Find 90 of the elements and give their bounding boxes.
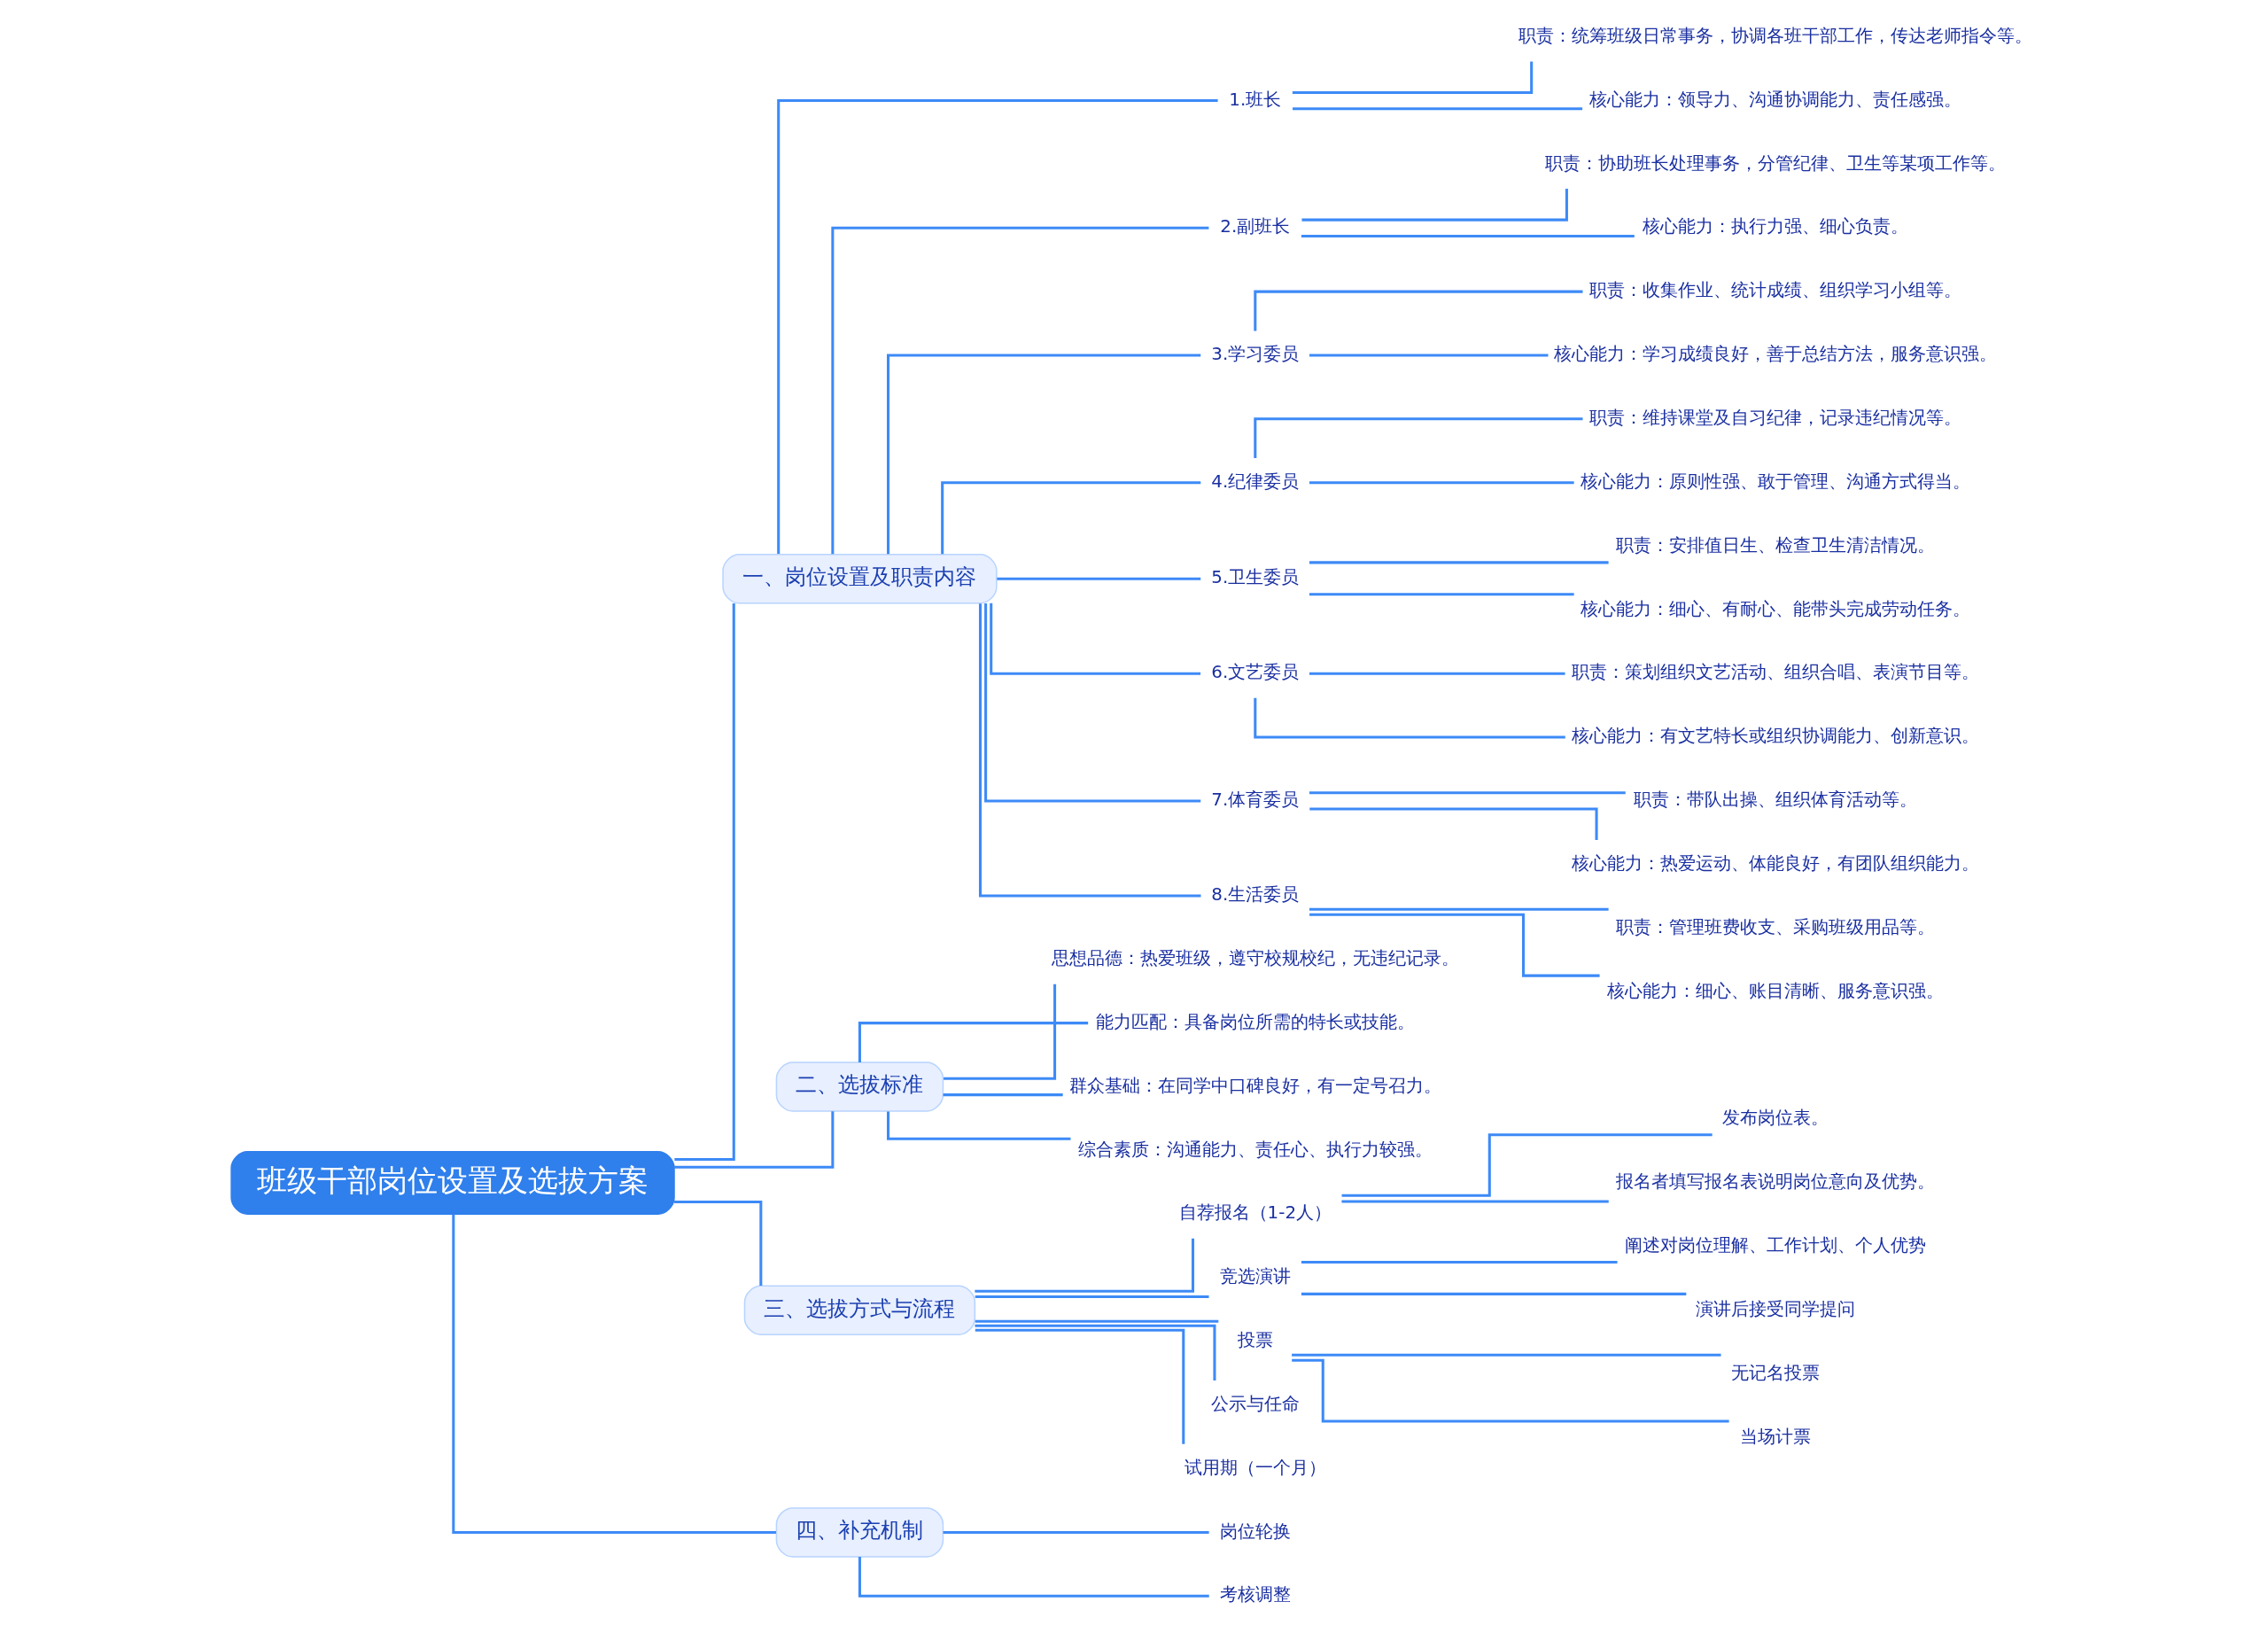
node-text: 职责：收集作业、统计成绩、组织学习小组等。	[1588, 280, 1961, 301]
node-box: 四、补充机制	[775, 1507, 944, 1558]
node-box: 一、岗位设置及职责内容	[722, 553, 998, 604]
connector	[858, 1557, 1209, 1598]
connector	[1254, 290, 1583, 331]
connector	[1309, 672, 1565, 675]
connector	[1341, 1200, 1609, 1203]
node-text: 报名者填写报名表说明岗位意向及优势。	[1615, 1171, 1935, 1193]
node-text: 核心能力：原则性强、敢于管理、沟通方式得当。	[1580, 470, 1970, 492]
node-text: 发布岗位表。	[1721, 1108, 1829, 1129]
node-text: 能力匹配：具备岗位所需的特长或技能。	[1095, 1011, 1415, 1032]
connector	[944, 984, 1057, 1080]
node-text: 职责：协助班长处理事务，分管纪律、卫生等某项工作等。	[1544, 152, 2006, 174]
node-text: 职责：统筹班级日常事务，协调各班干部工作，传达老师指令等。	[1518, 25, 2032, 46]
connector	[984, 603, 1201, 803]
node-text: 职责：带队出操、组织体育活动等。	[1633, 789, 1917, 811]
connector	[777, 99, 1218, 554]
node-text: 投票	[1237, 1330, 1273, 1351]
node-text: 竞选演讲	[1219, 1266, 1291, 1287]
connector	[1301, 189, 1568, 222]
connector	[452, 1214, 776, 1534]
connector	[858, 1022, 1089, 1062]
node-text: 6.文艺委员	[1211, 662, 1300, 683]
connector	[943, 1530, 1209, 1534]
connector	[1292, 61, 1534, 94]
connector	[975, 1324, 1216, 1380]
node-text: 职责：策划组织文艺活动、组织合唱、表演节目等。	[1571, 662, 1979, 683]
node-text: 4.纪律委员	[1211, 470, 1300, 492]
connector	[1301, 234, 1635, 237]
connector	[978, 603, 1201, 898]
connector	[997, 577, 1201, 580]
connector	[990, 603, 1201, 675]
connector	[941, 481, 1201, 555]
connector	[1309, 481, 1574, 485]
connector	[943, 1093, 1063, 1097]
node-text: 思想品德：热爱班级，遵守校规校纪，无违纪记录。	[1051, 947, 1459, 968]
node-box: 二、选拔标准	[775, 1061, 944, 1112]
node-text: 阐述对岗位理解、工作计划、个人优势	[1624, 1235, 1926, 1256]
connector	[1309, 907, 1609, 911]
node-text: 核心能力：细心、有耐心、能带头完成劳动任务。	[1580, 598, 1970, 619]
connector	[1301, 1292, 1687, 1295]
connector	[975, 1319, 1219, 1323]
connector	[975, 1295, 1209, 1298]
connector	[674, 603, 735, 1162]
node-text: 综合素质：沟通能力、责任心、执行力较强。	[1077, 1139, 1433, 1160]
connector	[975, 1328, 1185, 1444]
connector	[1301, 1260, 1618, 1264]
connector	[831, 226, 1209, 555]
node-box: 三、选拔方式与流程	[743, 1285, 976, 1335]
node-text: 2.副班长	[1220, 216, 1291, 237]
node-text: 当场计票	[1739, 1426, 1811, 1447]
connector	[1309, 807, 1598, 841]
connector	[674, 1111, 835, 1169]
node-text: 职责：维持课堂及自习纪律，记录违纪情况等。	[1588, 408, 1961, 429]
node-text: 群众基础：在同学中口碑良好，有一定号召力。	[1068, 1075, 1441, 1096]
node-text: 考核调整	[1219, 1584, 1291, 1606]
connector	[1254, 697, 1565, 739]
node-text: 职责：安排值日生、检查卫生清洁情况。	[1615, 534, 1935, 556]
connector	[1293, 107, 1583, 111]
connector	[1309, 791, 1626, 795]
node-text: 自荐报名（1-2人）	[1178, 1202, 1332, 1224]
node-text: 8.生活委员	[1211, 884, 1300, 906]
node-text: 5.卫生委员	[1211, 567, 1300, 588]
node-text: 岗位轮换	[1219, 1520, 1291, 1542]
node-text: 核心能力：有文艺特长或组织协调能力、创新意识。	[1571, 726, 1979, 747]
connector	[1292, 1358, 1729, 1423]
node-box: 班级干部岗位设置及选拔方案	[230, 1151, 675, 1215]
connector	[887, 354, 1201, 555]
node-text: 1.班长	[1229, 89, 1282, 110]
connector	[1341, 1133, 1713, 1197]
connector	[1309, 561, 1609, 564]
node-text: 演讲后接受同学提问	[1695, 1298, 1855, 1319]
connector	[1309, 354, 1549, 357]
node-text: 职责：管理班费收支、采购班级用品等。	[1615, 916, 1935, 937]
node-text: 试用期（一个月）	[1184, 1457, 1326, 1478]
connector	[1254, 417, 1583, 459]
node-text: 7.体育委员	[1211, 789, 1300, 811]
node-text: 核心能力：领导力、沟通协调能力、责任感强。	[1588, 89, 1961, 110]
node-text: 核心能力：执行力强、细心负责。	[1642, 216, 1908, 237]
connector	[1292, 1353, 1721, 1357]
connector	[674, 1200, 763, 1286]
connector	[1309, 913, 1600, 977]
node-text: 公示与任命	[1210, 1393, 1300, 1414]
node-text: 3.学习委员	[1211, 344, 1300, 365]
node-text: 核心能力：细心、账目清晰、服务意识强。	[1606, 980, 1944, 1001]
connector	[1309, 593, 1574, 596]
node-text: 无记名投票	[1730, 1362, 1820, 1383]
node-text: 核心能力：学习成绩良好，善于总结方法，服务意识强。	[1553, 344, 1997, 365]
connector	[975, 1238, 1195, 1293]
node-text: 核心能力：热爱运动、体能良好，有团队组织能力。	[1571, 852, 1979, 874]
